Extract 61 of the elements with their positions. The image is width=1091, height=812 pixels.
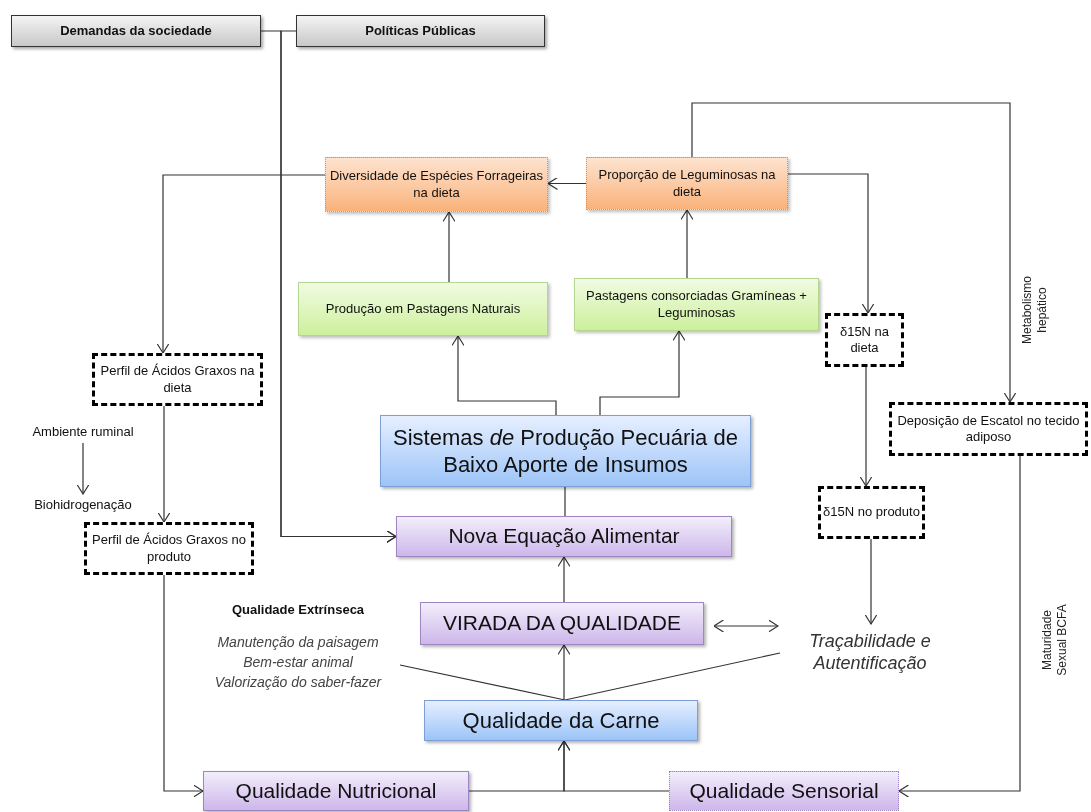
node-text: Demandas da sociedade [60,22,212,40]
node-text: Deposição de Escatol no tecido adiposo [896,412,1081,446]
arrow [691,102,1017,403]
measure-box [84,522,254,575]
node-text: Proporção de Leguminosas na dieta [597,167,777,200]
heading-text: Qualidade Extrínseca [231,601,365,620]
process-box [203,771,469,811]
node-text: Produção em Pastagens Naturais [325,300,521,318]
arrow [557,556,571,603]
node-text: Qualidade Sensorial [689,777,879,804]
factor-box [325,157,548,212]
side-label: Maturidade Sexual BCFA [1040,603,1070,678]
node-text: Pastagens consorciadas Gramíneas + Leguminosas [585,288,808,321]
node-text: Qualidade Nutricional [235,777,437,804]
input-box [11,15,261,47]
node-text: Sistemas de Produção Pecuária de Baixo Aporte de Insumos [392,423,739,479]
arrow [156,174,326,354]
arrow [787,173,875,314]
node-text: Biohidrogenação [34,496,132,514]
node-text: Políticas Públicas [365,22,476,40]
process-box [669,771,899,811]
node-text: Ambiente ruminal [32,423,134,441]
arrow [713,619,779,633]
measure-box [825,313,904,367]
node-text: Traçabilidade e Autentificação [808,629,932,675]
arrow [547,176,587,191]
list-item: Valorização do saber-fazer [214,672,382,692]
process-box [424,700,698,741]
node-text: Perfil de Ácidos Graxos no produto [91,532,247,565]
measure-box [889,402,1088,456]
system-box [298,282,548,336]
node-text: Nova Equação Alimentar [448,523,680,550]
process-box [396,516,732,557]
factor-box [586,157,788,210]
arrow [898,455,1021,798]
arrow [163,574,204,798]
process-box [380,415,751,487]
arrow [680,209,694,279]
measure-box [92,353,263,406]
system-box [574,278,819,331]
arrow [76,442,90,495]
node-text: Qualidade da Carne [462,706,660,735]
process-box [420,602,704,645]
node-text: Perfil de Ácidos Graxos na dieta [99,363,256,396]
arrow [599,330,686,416]
arrow [859,366,873,487]
node-text: δ15N no produto [823,504,920,521]
arrow [157,405,171,523]
arrow [557,740,670,792]
list-item: Bem-estar animal [243,652,353,672]
node-text: Diversidade de Espécies Forrageiras na dieta [328,168,545,201]
arrow [864,538,878,625]
measure-box [818,486,925,539]
list-item: Manutenção da paisagem [217,632,379,652]
arrow [442,211,456,283]
input-box [296,15,545,47]
node-text: VIRADA DA QUALIDADE [442,610,682,637]
arrow [557,644,571,701]
node-text: δ15N na dieta [838,323,891,357]
side-label: Metabolismo hepático [1020,275,1050,346]
arrow [451,335,557,416]
